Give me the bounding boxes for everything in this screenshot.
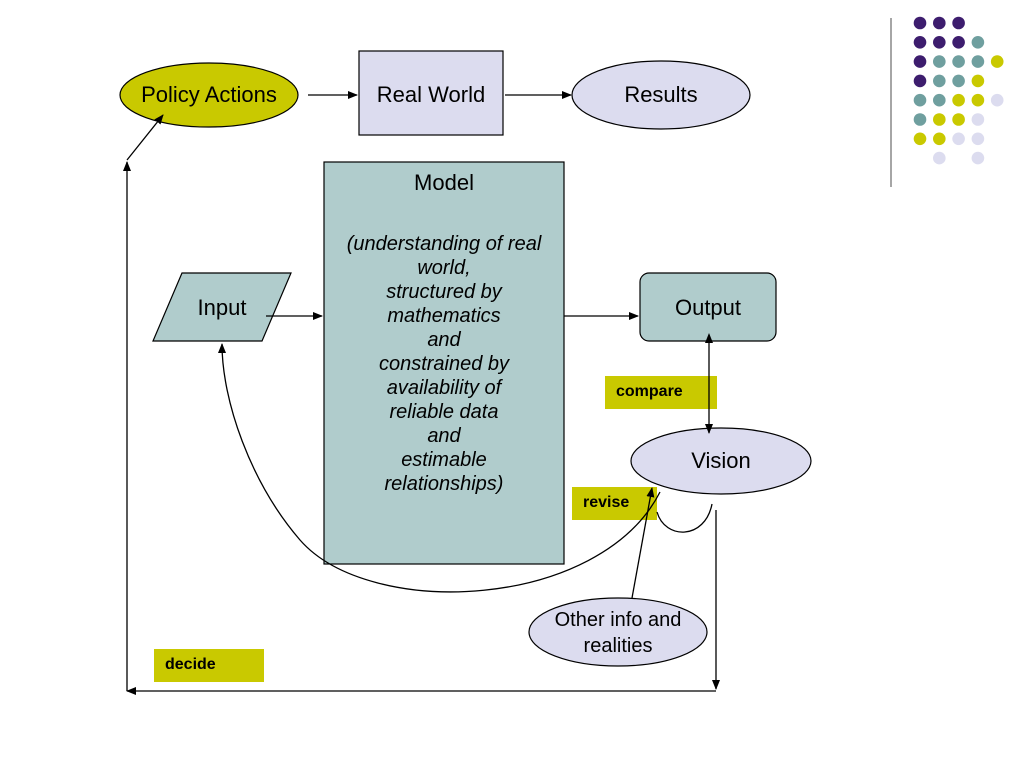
model-desc-line: world, [417,257,471,279]
decor-dot [971,132,985,146]
decor-dot [952,93,965,107]
other-info-node [528,597,708,667]
compare-tag-bg [605,376,717,409]
decor-dot [971,55,985,68]
real-world-label: Real World [376,82,486,107]
decor-dot [933,55,946,68]
decor-dot [952,113,965,126]
vision-label: Vision [691,448,751,473]
decor-dot [952,55,965,68]
model-desc-line: structured by [386,281,502,303]
revise-tag-bg [572,487,657,520]
other-info-line: Other info and [554,609,682,631]
revise-tag: revise [583,494,630,511]
decor-dot [971,93,985,107]
decide-tag-bg [154,649,264,682]
decor-dot [933,93,946,107]
decor-dot [971,36,985,49]
model-desc-line: mathematics [387,305,501,327]
decor-dot [933,151,946,165]
arrow-vision-to-input-revise [218,343,661,593]
decor-dot [913,113,927,126]
real-world-node [358,50,504,136]
decide-tag: decide [165,656,216,673]
decor-dot [913,16,927,30]
model-desc-line: reliable data [389,401,499,423]
model-title: Model [414,170,474,195]
decor-dot [990,93,1004,107]
decor-dot [952,36,965,49]
arrow-to-policy-actions [126,114,164,161]
policy-actions-node [119,62,299,128]
decor-dot [933,36,946,49]
other-info-line: realities [583,635,653,657]
other-info-label: Other info and realities [529,607,707,659]
input-label: Input [197,295,247,320]
model-desc-line: availability of [386,377,502,399]
decor-dot [971,151,985,165]
model-desc-line: relationships) [384,473,504,495]
model-desc-line: (understanding of real [346,233,542,255]
results-label: Results [624,82,698,107]
decor-dot [933,132,946,146]
decor-dot [913,74,927,88]
decor-dot [952,16,965,30]
model-desc-line: and [427,329,461,351]
model-description: (understanding of real world, structured… [324,232,564,496]
decor-dot [913,93,927,107]
arrow-otherinfo-to-revise [631,487,655,599]
decor-dot [971,113,985,126]
results-node [571,60,751,130]
decor-dot [913,55,927,68]
decor-dot [952,132,965,146]
decor-dot [933,74,946,88]
model-node [323,161,565,565]
vision-node [630,427,812,495]
decor-dot [952,74,965,88]
input-node [152,272,292,342]
decorative-dot-grid [913,16,1004,165]
compare-tag: compare [616,383,683,400]
decor-dot [933,113,946,126]
decor-dot [990,55,1004,68]
decor-dot [933,16,946,30]
model-desc-line: constrained by [378,353,510,375]
model-desc-line: and [427,425,461,447]
decor-dot [913,132,927,146]
policy-actions-label: Policy Actions [141,82,277,107]
decor-dot [913,36,927,49]
output-label: Output [674,295,742,320]
revise-loop-curve [656,503,713,533]
model-desc-line: estimable [401,449,487,471]
decor-dot [971,74,985,88]
